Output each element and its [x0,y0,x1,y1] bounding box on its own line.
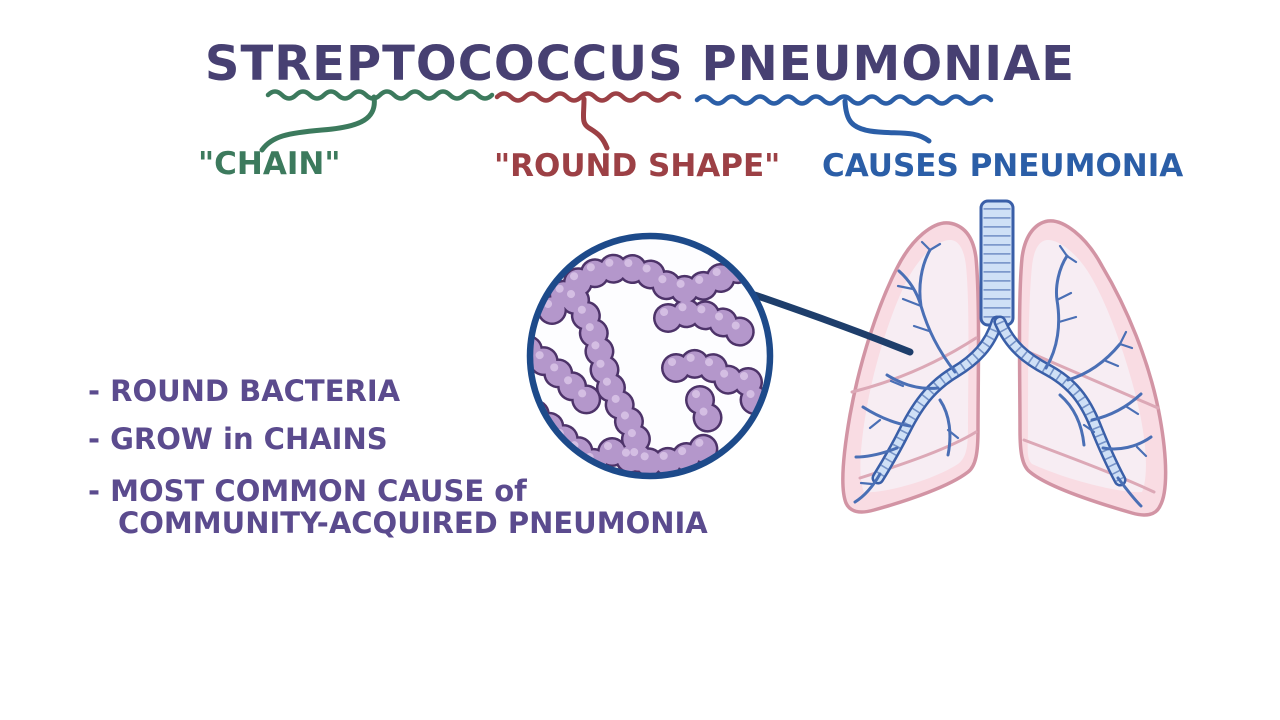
underline-wave-pneumoniae [694,94,994,106]
magnifier-to-lung-line [748,290,914,356]
fact-grow-in-chains: - GROW in CHAINS [88,422,388,456]
fact-round-bacteria: - ROUND BACTERIA [88,374,401,408]
lungs-icon [841,199,1168,517]
main-bronchi [871,315,1127,487]
label-round-shape: "ROUND SHAPE" [494,148,781,184]
label-causes-pneumonia: CAUSES PNEUMONIA [822,148,1184,184]
fact-most-common-cause: - MOST COMMON CAUSE of [88,474,527,508]
connector-chain [259,94,377,153]
label-chain: "CHAIN" [198,146,341,182]
right-lung-fissure-upper [1022,348,1160,410]
left-lung-inner [860,240,969,493]
connector-causes-pneumonia [842,98,932,144]
magnifier-circle-outline [526,232,774,480]
right-bronchial-twigs [1055,244,1148,458]
bacteria-magnifier-icon [526,232,774,480]
underline-wave-strepto [265,89,495,101]
fact-community-acquired-pneumonia: COMMUNITY-ACQUIRED PNEUMONIA [118,506,708,540]
connector-round-shape [580,96,610,151]
underline-wave-coccus [494,91,682,103]
left-lung-fissure-upper [850,336,978,394]
left-bronchial-twigs [859,240,960,486]
right-lung-fissure-lower [1022,438,1156,494]
page-title: STREPTOCOCCUS PNEUMONIAE [204,36,1076,92]
